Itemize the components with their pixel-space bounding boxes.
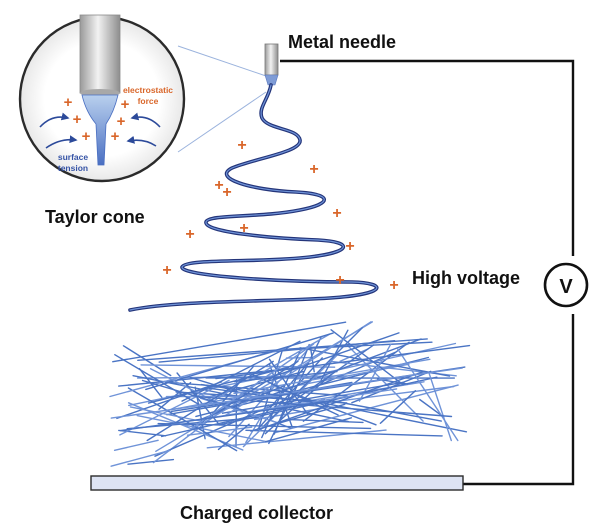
fiber-strand <box>186 426 253 436</box>
fiber-strand <box>114 354 200 405</box>
inset-cone <box>81 94 119 166</box>
fiber-strand <box>285 356 313 359</box>
fiber-strand <box>379 390 417 424</box>
fiber-strand <box>215 344 471 380</box>
fiber-strand <box>129 406 204 423</box>
electrostatic-label-line1: electrostatic <box>123 85 173 95</box>
charged-collector-label: Charged collector <box>180 503 333 523</box>
fiber-strand <box>347 344 424 422</box>
taylor-cone-label: Taylor cone <box>45 207 145 227</box>
inset-charges: + + + + + + <box>64 94 130 145</box>
nanofiber-mat <box>109 321 471 467</box>
fiber-strand <box>176 372 221 426</box>
svg-text:+: + <box>73 111 82 128</box>
svg-text:+: + <box>162 262 171 279</box>
surface-label-line2: tension <box>58 163 88 173</box>
fiber-strand <box>221 381 405 414</box>
surface-label-line1: surface <box>58 152 89 162</box>
svg-text:+: + <box>64 94 73 111</box>
svg-text:+: + <box>214 177 223 194</box>
svg-text:+: + <box>121 96 130 113</box>
fiber-strand <box>110 367 463 419</box>
fiber-strand <box>245 429 443 437</box>
high-voltage-label: High voltage <box>412 268 520 288</box>
fiber-strand <box>257 332 400 383</box>
fiber-strand <box>113 439 159 451</box>
metal-needle-icon <box>264 43 279 86</box>
svg-text:+: + <box>239 220 248 237</box>
fiber-strand <box>119 402 314 432</box>
inset-connector-lines <box>177 45 267 153</box>
fiber-strand <box>200 383 282 397</box>
fiber-strand <box>288 418 364 424</box>
fiber-strand <box>339 348 369 362</box>
fiber-strand <box>263 327 363 427</box>
fiber-strand <box>127 387 238 452</box>
svg-text:+: + <box>332 205 341 222</box>
fiber-strand <box>265 417 353 443</box>
svg-text:+: + <box>117 113 126 130</box>
fiber-strand <box>141 379 248 412</box>
fiber-strand <box>116 381 223 420</box>
voltmeter-icon: V <box>543 262 589 308</box>
jet-charges: + + + + + + + + + + + <box>162 137 398 294</box>
fiber-strand <box>233 370 338 383</box>
fiber-strand <box>258 371 423 430</box>
inset-arrows <box>39 112 161 149</box>
whipping-jet <box>128 83 379 312</box>
fiber-strand <box>251 374 339 416</box>
fiber-strand <box>288 408 349 423</box>
fiber-strand <box>112 321 347 363</box>
fiber-strand <box>110 449 171 467</box>
svg-text:+: + <box>309 161 318 178</box>
svg-text:+: + <box>345 238 354 255</box>
fiber-strand <box>127 458 175 465</box>
svg-text:+: + <box>237 137 246 154</box>
fiber-strand <box>199 397 279 424</box>
fiber-strand <box>351 370 432 404</box>
svg-text:+: + <box>111 128 120 145</box>
svg-text:+: + <box>389 277 398 294</box>
fiber-strand <box>305 398 468 433</box>
svg-text:+: + <box>82 128 91 145</box>
fiber-strand <box>145 332 334 391</box>
fiber-strand <box>396 347 459 442</box>
fiber-strand <box>181 340 301 402</box>
fiber-strand <box>245 404 269 444</box>
fiber-strand <box>196 360 299 426</box>
fiber-strand <box>271 338 422 396</box>
collector-plate <box>90 475 464 491</box>
circuit-wire <box>280 59 575 486</box>
fiber-strand <box>122 345 172 377</box>
inset-needle-icon <box>79 14 121 97</box>
fiber-strand <box>299 347 451 377</box>
svg-text:+: + <box>222 184 231 201</box>
fiber-strand <box>217 423 250 451</box>
fiber-strand <box>233 358 431 395</box>
taylor-cone-inset: electrostatic force surface tension + + … <box>18 14 186 183</box>
electrostatic-label-line2: force <box>138 96 159 106</box>
fiber-strand <box>242 354 338 448</box>
fiber-strand <box>428 373 452 442</box>
fiber-strand <box>190 343 315 430</box>
svg-text:+: + <box>185 226 194 243</box>
fiber-strand <box>224 321 372 417</box>
fiber-strand <box>274 384 459 434</box>
fiber-strand <box>119 379 230 436</box>
fiber-strand <box>147 366 290 404</box>
fiber-strand <box>219 376 438 426</box>
svg-text:+: + <box>335 272 344 289</box>
metal-needle-label: Metal needle <box>288 32 396 52</box>
fiber-strand <box>195 395 453 418</box>
fiber-strand <box>273 343 310 435</box>
voltmeter-label: V <box>559 276 573 298</box>
fiber-strand <box>136 414 270 443</box>
